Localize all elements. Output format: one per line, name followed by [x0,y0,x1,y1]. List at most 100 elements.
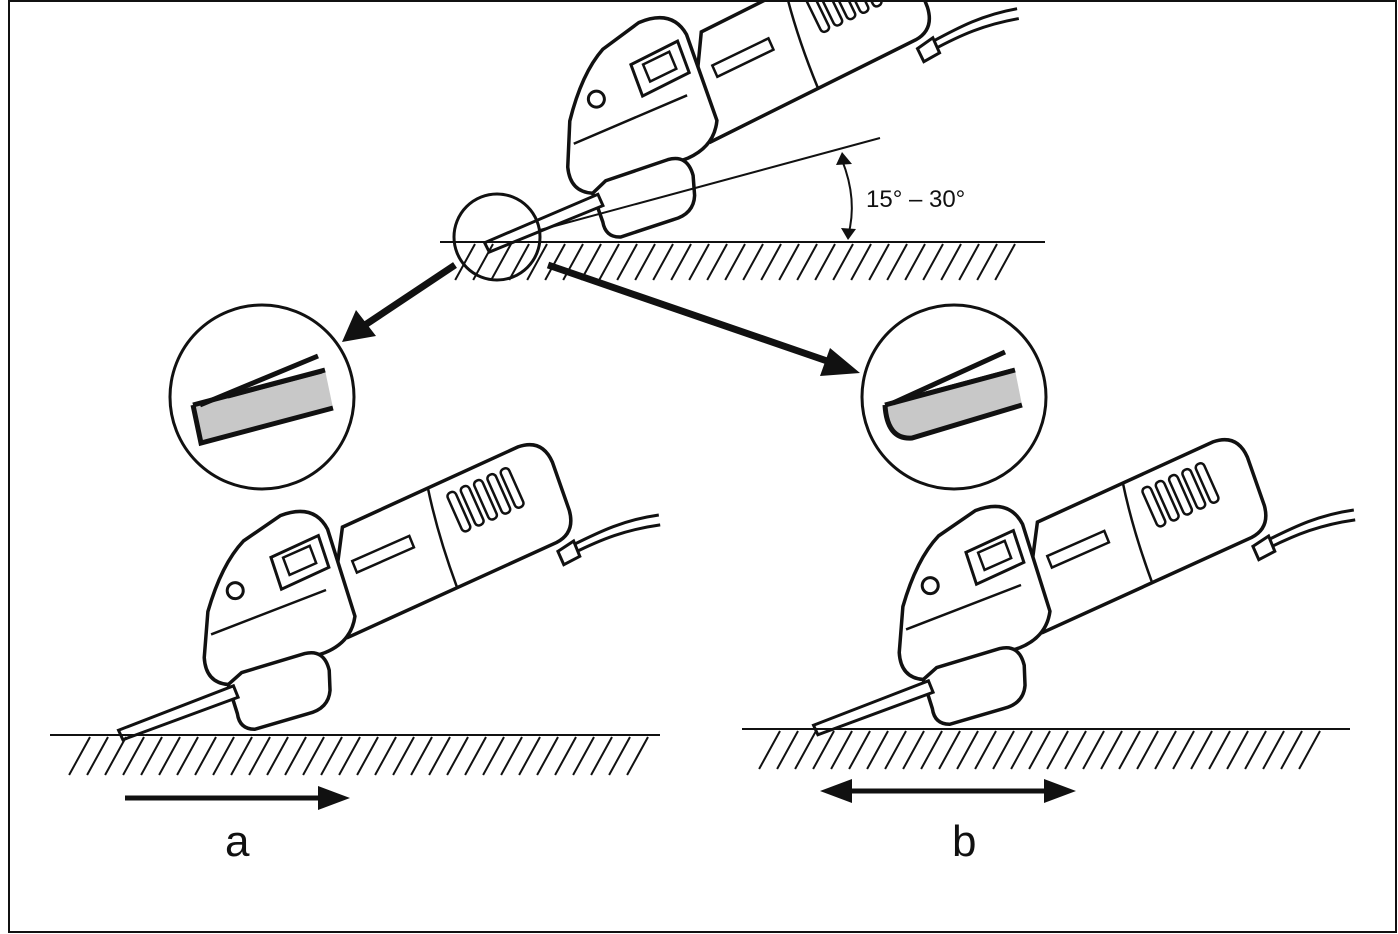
hatch-stroke [616,243,638,281]
hatch-stroke [938,730,961,770]
grinder-b [780,421,1378,745]
hatch-stroke [794,730,817,770]
arrow-b-back-and-forth [820,779,1076,803]
hatch-stroke [1298,730,1321,770]
hatch-stroke [194,736,217,776]
hatch-stroke [518,736,541,776]
hatch-stroke [902,730,925,770]
hatch-stroke [922,243,944,281]
hatch-stroke [526,243,548,281]
hatch-stroke [994,243,1016,281]
hatch-stroke [688,243,710,281]
hatch-stroke [814,243,836,281]
hatch-stroke [778,243,800,281]
hatch-stroke [670,243,692,281]
arrow-a-forward [125,786,350,810]
hatch-stroke [392,736,415,776]
arrow-to-new-disc [342,262,457,342]
hatch-stroke [706,243,728,281]
hatch-stroke [1190,730,1213,770]
hatch-stroke [482,736,505,776]
hatch-stroke [454,243,476,281]
hatch-stroke [974,730,997,770]
hatch-stroke [104,736,127,776]
angle-arrowhead-bottom [841,228,856,240]
hatch-stroke [598,243,620,281]
hatch-stroke [796,243,818,281]
hatch-stroke [464,736,487,776]
hatch-stroke [176,736,199,776]
hatch-stroke [1100,730,1123,770]
label-a: a [225,817,250,866]
hatch-stroke [428,736,451,776]
hatch-stroke [1010,730,1033,770]
magnified-new-disc [168,303,356,491]
hatch-stroke [886,243,908,281]
hatch-stroke [572,736,595,776]
hatch-stroke [724,243,746,281]
hatch-stroke [1244,730,1267,770]
hatch-stroke [338,736,361,776]
hatch-stroke [866,730,889,770]
hatch-stroke [158,736,181,776]
hatch-stroke [958,243,980,281]
hatch-stroke [410,736,433,776]
hatch-stroke [1172,730,1195,770]
hatch-stroke [652,243,674,281]
hatch-stroke [302,736,325,776]
hatch-stroke [140,736,163,776]
hatch-stroke [1136,730,1159,770]
hatch-stroke [230,736,253,776]
hatch-stroke [590,736,613,776]
hatch-stroke [374,736,397,776]
hatch-stroke [608,736,631,776]
hatch-stroke [1082,730,1105,770]
hatch-stroke [812,730,835,770]
hatch-stroke [248,736,271,776]
hatching-a [68,736,649,776]
hatch-stroke [976,243,998,281]
inclination-line [539,137,881,231]
hatch-stroke [446,736,469,776]
hatch-stroke [508,243,530,281]
hatch-stroke [956,730,979,770]
hatch-stroke [1154,730,1177,770]
grinder-a [85,426,683,750]
hatch-stroke [1028,730,1051,770]
hatch-stroke [1046,730,1069,770]
hatch-stroke [626,736,649,776]
hatch-stroke [212,736,235,776]
angle-label: 15° – 30° [866,186,965,213]
hatch-stroke [848,730,871,770]
hatch-stroke [554,736,577,776]
hatch-stroke [500,736,523,776]
hatch-stroke [992,730,1015,770]
hatch-stroke [1118,730,1141,770]
hatch-stroke [920,730,943,770]
hatch-stroke [86,736,109,776]
hatch-stroke [832,243,854,281]
hatch-stroke [284,736,307,776]
hatch-stroke [830,730,853,770]
arrow-to-worn-disc [546,261,860,376]
hatch-stroke [1262,730,1285,770]
figure-frame [8,0,1397,933]
angle-arrowhead-top [836,152,852,165]
hatch-stroke [1226,730,1249,770]
angle-arc [841,159,853,237]
magnified-worn-disc [860,303,1048,491]
label-b: b [952,817,976,866]
hatching-b [758,730,1321,770]
grinder-top [443,0,1046,263]
hatch-stroke [490,243,512,281]
hatch-stroke [884,730,907,770]
hatch-stroke [68,736,91,776]
hatch-stroke [850,243,872,281]
hatch-stroke [122,736,145,776]
hatch-stroke [320,736,343,776]
hatch-stroke [1280,730,1303,770]
hatch-stroke [760,243,782,281]
hatch-stroke [868,243,890,281]
hatch-stroke [634,243,656,281]
